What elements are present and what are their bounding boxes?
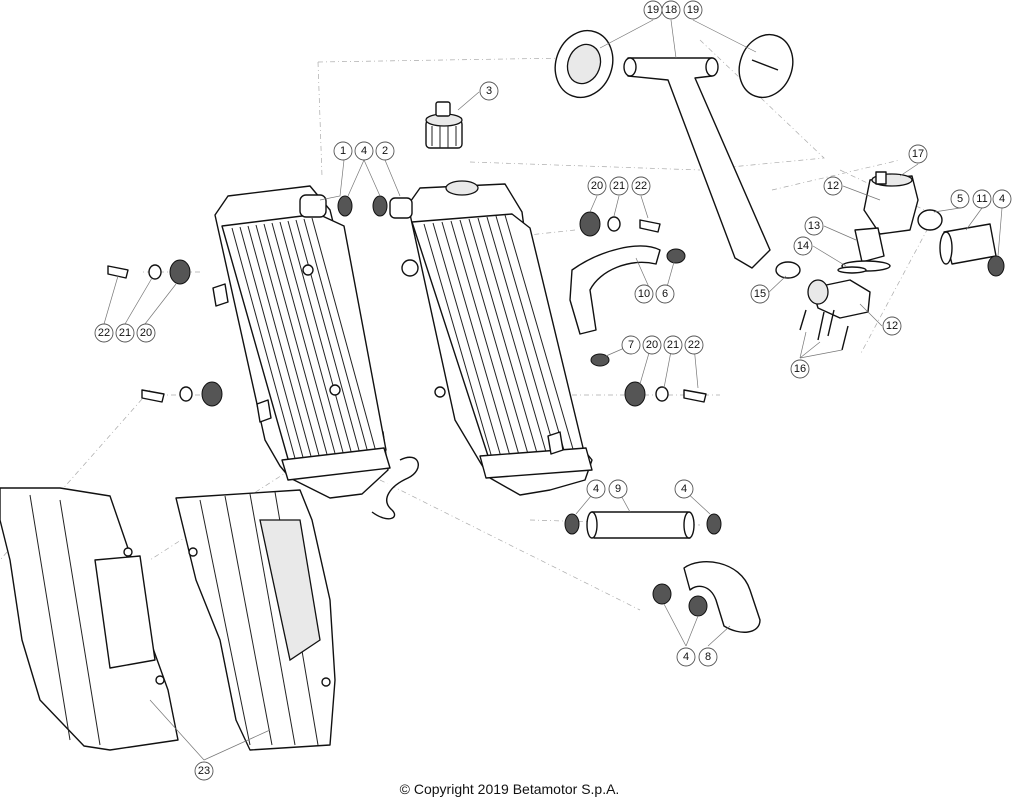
radiator-cap: [425, 101, 463, 149]
svg-text:3: 3: [486, 85, 492, 97]
callout-22-top: 22: [631, 176, 651, 196]
svg-text:2: 2: [382, 145, 388, 157]
svg-text:23: 23: [198, 765, 210, 777]
callout-3: 3: [479, 81, 499, 101]
callout-10: 10: [634, 284, 654, 304]
callout-20-left: 20: [136, 323, 156, 343]
screws-16: [799, 309, 849, 351]
svg-text:19: 19: [687, 4, 699, 16]
callout-8: 8: [698, 647, 718, 667]
callout-18: 18: [661, 0, 681, 20]
svg-text:14: 14: [797, 240, 809, 252]
callout-4-top: 4: [354, 141, 374, 161]
svg-text:4: 4: [999, 193, 1005, 205]
copyright-notice: © Copyright 2019 Betamotor S.p.A.: [399, 781, 620, 797]
svg-text:8: 8: [705, 651, 711, 663]
grommet-left: [554, 29, 614, 99]
svg-text:10: 10: [638, 288, 650, 300]
svg-text:20: 20: [591, 180, 603, 192]
callout-4-mid-left: 4: [586, 479, 606, 499]
crossover-pipe: [623, 57, 771, 269]
svg-text:13: 13: [808, 220, 820, 232]
svg-text:21: 21: [119, 327, 131, 339]
thermostat-housing-lower: [807, 279, 871, 319]
svg-text:19: 19: [647, 4, 659, 16]
hose-9: [586, 511, 695, 539]
svg-text:20: 20: [646, 339, 658, 351]
callout-7: 7: [621, 335, 641, 355]
svg-text:21: 21: [667, 339, 679, 351]
svg-text:11: 11: [976, 193, 987, 205]
svg-text:22: 22: [688, 339, 700, 351]
hose-11: [939, 223, 997, 265]
callout-21-left: 21: [115, 323, 135, 343]
callout-15: 15: [750, 284, 770, 304]
radiator-guard: [175, 489, 336, 751]
callout-21-right: 21: [663, 335, 683, 355]
svg-text:18: 18: [665, 4, 677, 16]
callout-17: 17: [908, 144, 928, 164]
svg-text:4: 4: [681, 483, 687, 495]
callout-20-right: 20: [642, 335, 662, 355]
callout-23: 23: [194, 761, 214, 781]
callout-20-top: 20: [587, 176, 607, 196]
callout-19-left: 19: [643, 0, 663, 20]
radiator-right: [389, 180, 593, 496]
callout-22-left: 22: [94, 323, 114, 343]
callout-5: 5: [950, 189, 970, 209]
thermostat: [841, 227, 891, 272]
callout-22-right: 22: [684, 335, 704, 355]
callout-2: 2: [375, 141, 395, 161]
svg-text:1: 1: [340, 145, 346, 157]
callout-13: 13: [804, 216, 824, 236]
callout-19-right: 19: [683, 0, 703, 20]
svg-text:20: 20: [140, 327, 152, 339]
svg-text:16: 16: [794, 363, 806, 375]
svg-text:22: 22: [635, 180, 647, 192]
svg-text:12: 12: [827, 180, 839, 192]
svg-text:5: 5: [957, 193, 963, 205]
radiator-left-fins: [231, 217, 377, 463]
thermostat-housing-upper: [863, 171, 919, 235]
callout-11: 11: [972, 189, 992, 209]
grommets-washers-bolts: [107, 211, 867, 407]
hose-8: [683, 561, 761, 633]
callout-12-top: 12: [823, 176, 843, 196]
callout-14: 14: [793, 236, 813, 256]
svg-text:4: 4: [683, 651, 689, 663]
svg-text:7: 7: [628, 339, 634, 351]
svg-text:6: 6: [662, 288, 668, 300]
radiator-left: [212, 185, 419, 520]
svg-text:9: 9: [615, 483, 621, 495]
svg-text:17: 17: [912, 148, 924, 160]
callout-4-right: 4: [992, 189, 1012, 209]
filler-neck: [445, 180, 479, 196]
hose-10: [569, 245, 661, 335]
svg-text:4: 4: [361, 145, 367, 157]
callout-21-top: 21: [609, 176, 629, 196]
svg-text:21: 21: [613, 180, 625, 192]
radiator-right-fins: [423, 214, 574, 459]
radiator-left-inlet: [299, 194, 327, 218]
svg-text:22: 22: [98, 327, 110, 339]
grommet-right: [738, 33, 794, 99]
callout-9: 9: [608, 479, 628, 499]
callout-6: 6: [655, 284, 675, 304]
hose-clamps: [337, 195, 1005, 617]
svg-text:4: 4: [593, 483, 599, 495]
callout-4-mid-right: 4: [674, 479, 694, 499]
svg-text:15: 15: [754, 288, 766, 300]
callout-1: 1: [333, 141, 353, 161]
callout-16: 16: [790, 359, 810, 379]
callout-12-bottom: 12: [882, 316, 902, 336]
svg-text:12: 12: [886, 320, 898, 332]
callout-4-bottom: 4: [676, 647, 696, 667]
radiator-shroud: [0, 487, 179, 751]
